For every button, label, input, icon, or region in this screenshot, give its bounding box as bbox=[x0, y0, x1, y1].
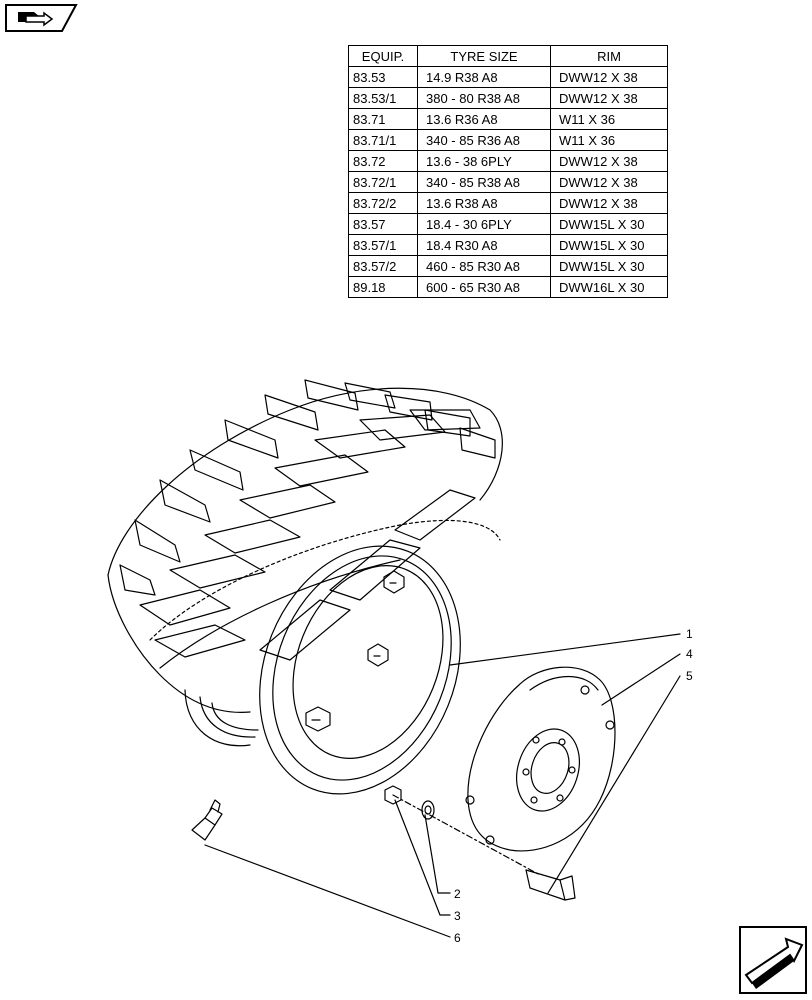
callout-4: 4 bbox=[686, 647, 693, 661]
callout-6: 6 bbox=[454, 931, 461, 945]
callout-2: 2 bbox=[454, 887, 461, 901]
cell-tyre-size: 18.4 - 30 6PLY bbox=[417, 213, 551, 235]
cell-tyre-size: 340 - 85 R38 A8 bbox=[417, 171, 551, 193]
wheel-centre-disc bbox=[465, 666, 616, 852]
cell-equip: 83.53/1 bbox=[348, 87, 418, 109]
cell-rim: DWW12 X 38 bbox=[550, 66, 668, 88]
callout-1: 1 bbox=[686, 627, 693, 641]
cell-tyre-size: 13.6 R38 A8 bbox=[417, 192, 551, 214]
cell-rim: DWW12 X 38 bbox=[550, 87, 668, 109]
cell-tyre-size: 340 - 85 R36 A8 bbox=[417, 129, 551, 151]
next-page-arrow-icon[interactable] bbox=[738, 925, 808, 995]
callout-5: 5 bbox=[686, 669, 693, 683]
tyre bbox=[107, 379, 503, 747]
cell-tyre-size: 600 - 65 R30 A8 bbox=[417, 276, 551, 298]
washer bbox=[421, 800, 435, 820]
header-equip: EQUIP. bbox=[348, 45, 418, 67]
cell-rim: DWW12 X 38 bbox=[550, 171, 668, 193]
rim bbox=[259, 545, 461, 795]
bolt bbox=[525, 869, 576, 901]
cell-equip: 83.72/2 bbox=[348, 192, 418, 214]
cell-rim: DWW12 X 38 bbox=[550, 150, 668, 172]
valve bbox=[191, 799, 223, 841]
callout-3: 3 bbox=[454, 909, 461, 923]
cell-tyre-size: 380 - 80 R38 A8 bbox=[417, 87, 551, 109]
header-rim: RIM bbox=[550, 45, 668, 67]
book-arrow-icon[interactable] bbox=[4, 4, 78, 32]
cell-rim: DWW15L X 30 bbox=[550, 255, 668, 277]
cell-tyre-size: 13.6 R36 A8 bbox=[417, 108, 551, 130]
cell-rim: DWW16L X 30 bbox=[550, 276, 668, 298]
